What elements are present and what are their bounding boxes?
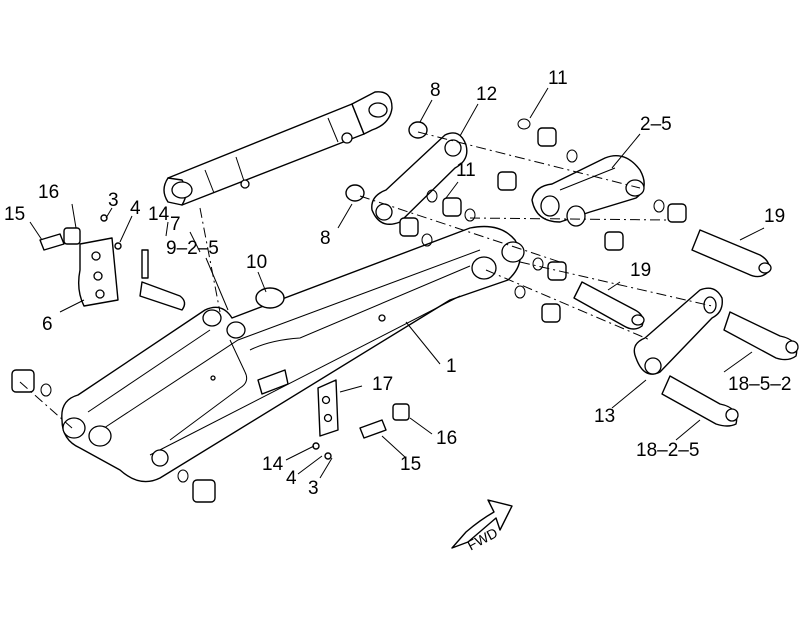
link-assembly <box>531 155 645 227</box>
callout-3-bottom: 3 <box>308 478 319 499</box>
callout-2-5: 2–5 <box>640 114 672 135</box>
callout-10: 10 <box>246 252 267 273</box>
alignment-centerlines <box>19 131 713 429</box>
callout-6: 6 <box>42 314 53 335</box>
callout-19-right: 19 <box>764 206 785 227</box>
callout-14-bottom: 14 <box>262 454 284 475</box>
callout-15-bottom: 15 <box>400 454 421 475</box>
bushings-and-pins <box>11 118 799 503</box>
callout-15-left: 15 <box>4 204 25 225</box>
callout-18-2-5: 18–2–5 <box>636 440 699 461</box>
callout-3-left: 3 <box>108 190 119 211</box>
leader-lines <box>29 87 765 479</box>
forward-arrow-icon: FWD <box>451 499 513 553</box>
callout-13: 13 <box>594 406 615 427</box>
link-plate <box>371 132 723 375</box>
mounting-brackets <box>39 214 387 460</box>
callout-1: 1 <box>446 356 457 377</box>
callout-8-lower: 8 <box>320 228 331 249</box>
callout-14-left: 14 <box>148 204 170 225</box>
callout-11-mid: 11 <box>456 160 476 181</box>
callout-9-2-5: 9–2–5 <box>166 238 219 259</box>
callout-4-left: 4 <box>130 198 141 219</box>
callout-8-upper: 8 <box>430 80 441 101</box>
callout-16-left: 16 <box>38 182 59 203</box>
callout-4-bottom: 4 <box>286 468 297 489</box>
part-callouts: 8 12 11 2–5 16 3 4 15 14 7 9–2–5 11 8 10… <box>4 68 791 499</box>
callout-7: 7 <box>170 214 181 235</box>
callout-12: 12 <box>476 84 497 105</box>
hydraulic-cylinder <box>163 91 393 206</box>
callout-11-top: 11 <box>548 68 568 89</box>
callout-18-5-2: 18–5–2 <box>728 374 791 395</box>
callout-17: 17 <box>372 374 393 395</box>
boom-arm <box>61 225 525 483</box>
callout-16-right: 16 <box>436 428 457 449</box>
callout-19-mid: 19 <box>630 260 651 281</box>
